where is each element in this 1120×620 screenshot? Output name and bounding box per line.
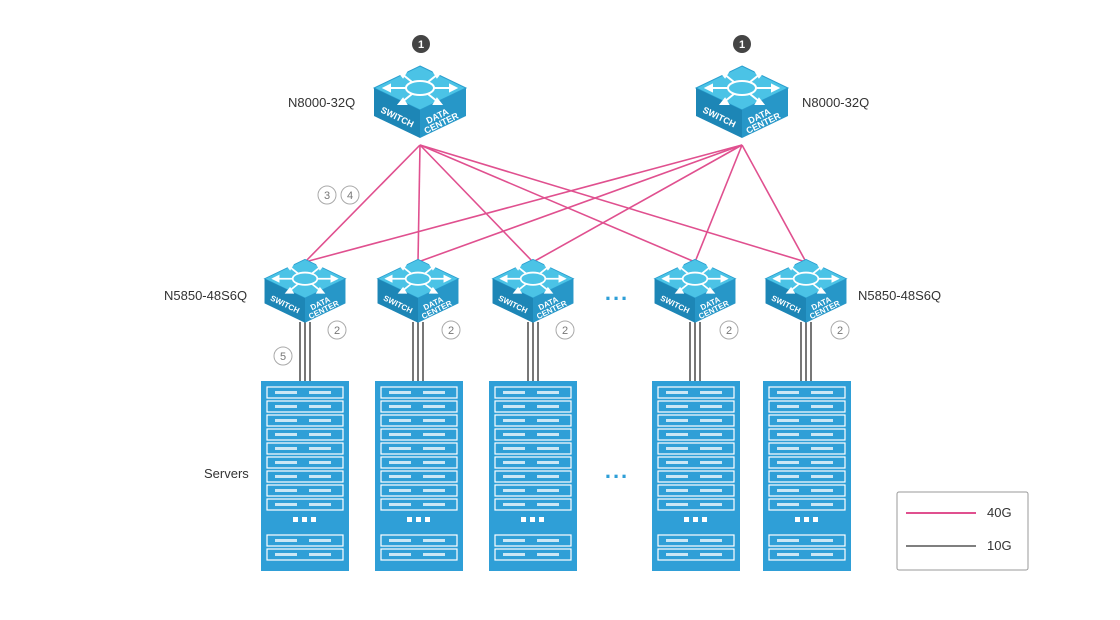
servers-label: Servers <box>204 466 249 481</box>
svg-text:2: 2 <box>837 325 843 337</box>
badge-5: 5 <box>273 346 293 366</box>
svg-text:1: 1 <box>739 39 745 51</box>
legend-40g-label: 40G <box>987 505 1012 520</box>
link-40g-spine2-leaf3 <box>532 144 743 263</box>
leaf-switch-2: SWITCH DATA CENTER <box>376 258 460 324</box>
leaf-badge-5: 2 <box>830 320 850 340</box>
links-10g <box>299 322 812 381</box>
server-rack-3 <box>488 380 578 572</box>
server-rack-4 <box>651 380 741 572</box>
svg-text:1: 1 <box>418 39 424 51</box>
leaf-badge-4: 2 <box>719 320 739 340</box>
leaf-switch-3: SWITCH DATA CENTER <box>491 258 575 324</box>
server-rack-2 <box>374 380 464 572</box>
link-40g-spine2-leaf2 <box>417 144 743 263</box>
leaf-switch-5: SWITCH DATA CENTER <box>764 258 848 324</box>
link-40g-spine2-leaf5 <box>741 144 807 263</box>
badge-4: 4 <box>340 185 360 205</box>
svg-text:2: 2 <box>562 325 568 337</box>
rack-ellipsis: ... <box>605 458 629 483</box>
leaf-switch-1: SWITCH DATA CENTER <box>263 258 347 324</box>
link-40g-spine2-leaf4 <box>694 144 743 263</box>
leaf-switch-4: SWITCH DATA CENTER <box>653 258 737 324</box>
svg-text:2: 2 <box>334 325 340 337</box>
link-40g-spine2-leaf1 <box>304 144 743 263</box>
server-rack-1 <box>260 380 350 572</box>
link-40g-spine1-leaf5 <box>419 144 807 263</box>
spine-right-badge: 1 <box>733 35 751 53</box>
server-rack-5 <box>762 380 852 572</box>
links-40g <box>304 144 807 263</box>
link-40g-spine1-leaf3 <box>419 144 534 263</box>
spine-left-badge: 1 <box>412 35 430 53</box>
link-40g-spine1-leaf1 <box>304 144 421 263</box>
spine-switch-right: SWITCH DATA CENTER <box>695 65 789 139</box>
leaf-right-label: N5850-48S6Q <box>858 288 941 303</box>
leaf-badge-1: 2 <box>327 320 347 340</box>
svg-text:5: 5 <box>280 351 286 363</box>
svg-text:2: 2 <box>448 325 454 337</box>
leaf-badge-3: 2 <box>555 320 575 340</box>
leaf-ellipsis: ... <box>605 280 629 305</box>
spine-left-label: N8000-32Q <box>288 95 355 110</box>
link-40g-spine1-leaf4 <box>419 144 696 263</box>
spine-right-label: N8000-32Q <box>802 95 869 110</box>
svg-text:3: 3 <box>324 190 330 202</box>
spine-switch-left: SWITCH DATA CENTER <box>373 65 467 139</box>
leaf-badge-2: 2 <box>441 320 461 340</box>
link-40g-spine1-leaf2 <box>417 144 421 263</box>
legend-10g-label: 10G <box>987 538 1012 553</box>
svg-text:2: 2 <box>726 325 732 337</box>
svg-text:4: 4 <box>347 190 353 202</box>
badge-3: 3 <box>317 185 337 205</box>
legend: 40G 10G <box>896 491 1029 571</box>
leaf-left-label: N5850-48S6Q <box>164 288 247 303</box>
